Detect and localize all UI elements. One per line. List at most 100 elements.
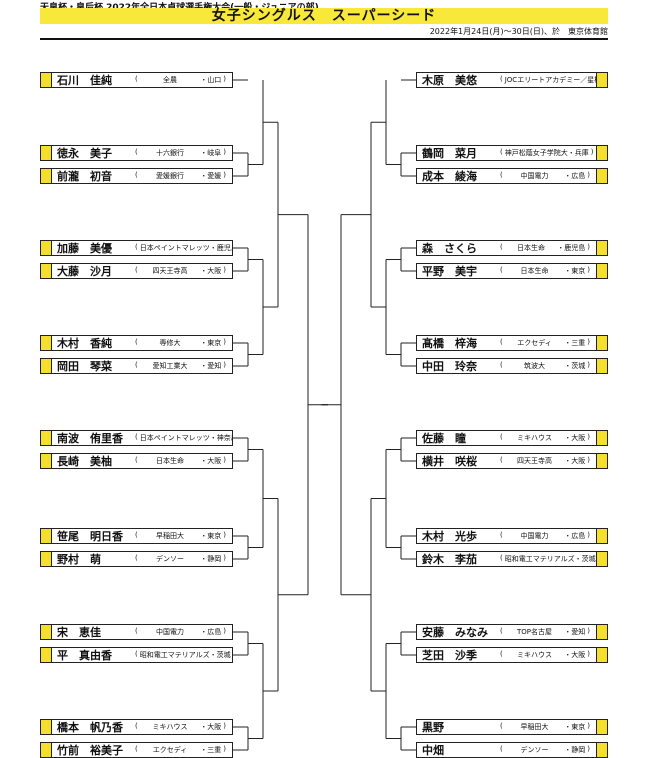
player-affiliation: (筑波大・茨城) — [498, 361, 596, 371]
player-affiliation: (日本生命・東京) — [498, 266, 596, 276]
team-name: デンソー — [520, 746, 549, 754]
paren-open: ( — [500, 266, 503, 274]
team-name: 早稲田大 — [156, 532, 184, 540]
paren-close: ) — [587, 531, 590, 539]
prefecture: ・大阪 — [564, 651, 586, 659]
left-entry-12: 宋 恵佳(中国電力・広島) — [40, 624, 233, 640]
prefecture: ・神奈川 — [209, 434, 232, 442]
player-name: 髙橋 梓海 — [422, 337, 477, 350]
prefecture: ・兵庫 — [567, 149, 589, 157]
player-affiliation: (エクセディ・三重) — [498, 338, 596, 348]
prefecture: ・三重 — [564, 339, 586, 347]
player-name: 宋 恵佳 — [57, 626, 101, 639]
seed-marker — [596, 743, 607, 757]
team-name: 日本生命 — [517, 244, 545, 252]
team-name: 四天王寺高 — [152, 267, 188, 275]
team-name: ミキハウス — [517, 651, 552, 659]
prefecture: ・東京 — [200, 532, 222, 540]
left-entry-3: 前瀧 初音(愛媛銀行・愛媛) — [40, 168, 233, 184]
player-name: 安藤 みなみ — [422, 626, 488, 639]
player-affiliation: (四天王寺高・大阪) — [498, 456, 596, 466]
team-name: 中国電力 — [156, 628, 184, 636]
paren-open: ( — [135, 722, 138, 730]
team-name: ミキハウス — [517, 434, 552, 442]
player-affiliation: (エクセディ・三重) — [133, 745, 232, 755]
prefecture: ・静岡 — [200, 555, 222, 563]
prefecture: ・鹿児島 — [557, 244, 586, 252]
team-name: 日本ペイントマレッツ — [139, 244, 210, 252]
prefecture: ・東京 — [564, 723, 586, 731]
paren-open: ( — [135, 433, 138, 441]
left-entry-7: 岡田 琴菜(愛知工業大・愛知) — [40, 358, 233, 374]
team-name: 神戸松蔭女子学院大 — [504, 149, 568, 157]
player-name: 石川 佳純 — [57, 74, 112, 87]
team-name: 昭和電工マテリアルズ — [504, 555, 575, 563]
prefecture: ・静岡 — [564, 746, 586, 754]
paren-open: ( — [500, 722, 503, 730]
left-entry-11: 野村 萌(デンソー・静岡) — [40, 551, 233, 567]
seed-marker — [41, 336, 52, 350]
paren-close: ) — [223, 722, 226, 730]
seed-marker — [41, 146, 52, 160]
paren-open: ( — [500, 148, 503, 156]
prefecture: ・茨城 — [209, 651, 231, 659]
paren-open: ( — [500, 243, 503, 251]
seed-marker — [41, 241, 52, 255]
right-entry-15: 中畑(デンソー・静岡) — [416, 742, 608, 758]
team-name: 専修大 — [159, 339, 181, 347]
seed-marker — [41, 625, 52, 639]
prefecture: ・三重 — [200, 746, 222, 754]
paren-close: ) — [223, 361, 226, 369]
right-entry-6: 髙橋 梓海 (エクセディ・三重) — [416, 335, 608, 351]
seed-marker — [596, 529, 607, 543]
seed-marker — [596, 552, 607, 566]
paren-open: ( — [500, 171, 503, 179]
player-affiliation: (中国電力・広島) — [498, 531, 596, 541]
seed-marker — [596, 648, 607, 662]
player-affiliation: (日本生命・大阪) — [133, 456, 232, 466]
paren-close: ) — [587, 722, 590, 730]
team-name: 日本生命 — [520, 267, 549, 275]
seed-marker — [41, 743, 52, 757]
team-name: 十六銀行 — [156, 149, 184, 157]
paren-close: ) — [587, 627, 590, 635]
paren-open: ( — [135, 266, 138, 274]
date-venue: 2022年1月24日(月)～30日(日)、於 東京体育館 — [429, 27, 608, 36]
prefecture: ・大阪 — [200, 267, 222, 275]
left-entry-10: 笹尾 明日香(早稲田大・東京) — [40, 528, 233, 544]
paren-close: ) — [223, 554, 226, 562]
player-affiliation: (神戸松蔭女子学院大・兵庫) — [498, 148, 596, 158]
seed-marker — [41, 359, 52, 373]
seed-marker — [596, 264, 607, 278]
player-name: 中田 玲奈 — [422, 360, 477, 373]
paren-close: ) — [587, 650, 590, 658]
player-affiliation: (ミキハウス・大阪) — [498, 650, 596, 660]
prefecture: ・広島 — [564, 172, 586, 180]
paren-close: ) — [223, 338, 226, 346]
team-name: ミキハウス — [152, 723, 188, 731]
paren-open: ( — [500, 531, 503, 539]
page-title: 女子シングルス スーパーシード — [211, 8, 437, 24]
team-name: 中国電力 — [520, 532, 549, 540]
prefecture: ・茨城 — [564, 362, 586, 370]
paren-close: ) — [223, 745, 226, 753]
right-entry-8: 佐藤 瞳(ミキハウス・大阪) — [416, 430, 608, 446]
paren-close: ) — [223, 171, 226, 179]
right-entry-1: 木原 美悠(JOCエリートアカデミー／星槎・東京) — [416, 72, 608, 88]
seed-marker — [41, 552, 52, 566]
left-entry-13: 平 真由香(昭和電工マテリアルズ・茨城) — [40, 647, 233, 663]
paren-open: ( — [135, 243, 138, 251]
paren-close: ) — [587, 361, 590, 369]
paren-close: ) — [587, 338, 590, 346]
team-name: 四天王寺高 — [517, 457, 552, 465]
paren-open: ( — [135, 554, 138, 562]
team-name: 日本生命 — [156, 457, 184, 465]
team-name: TOP名古屋 — [516, 628, 552, 636]
seed-marker — [41, 431, 52, 445]
player-name: 平 真由香 — [57, 649, 112, 662]
paren-open: ( — [135, 531, 138, 539]
paren-open: ( — [500, 75, 503, 83]
team-name: 筑波大 — [524, 362, 545, 370]
player-name: 南波 侑里香 — [57, 432, 123, 445]
seed-marker — [596, 625, 607, 639]
